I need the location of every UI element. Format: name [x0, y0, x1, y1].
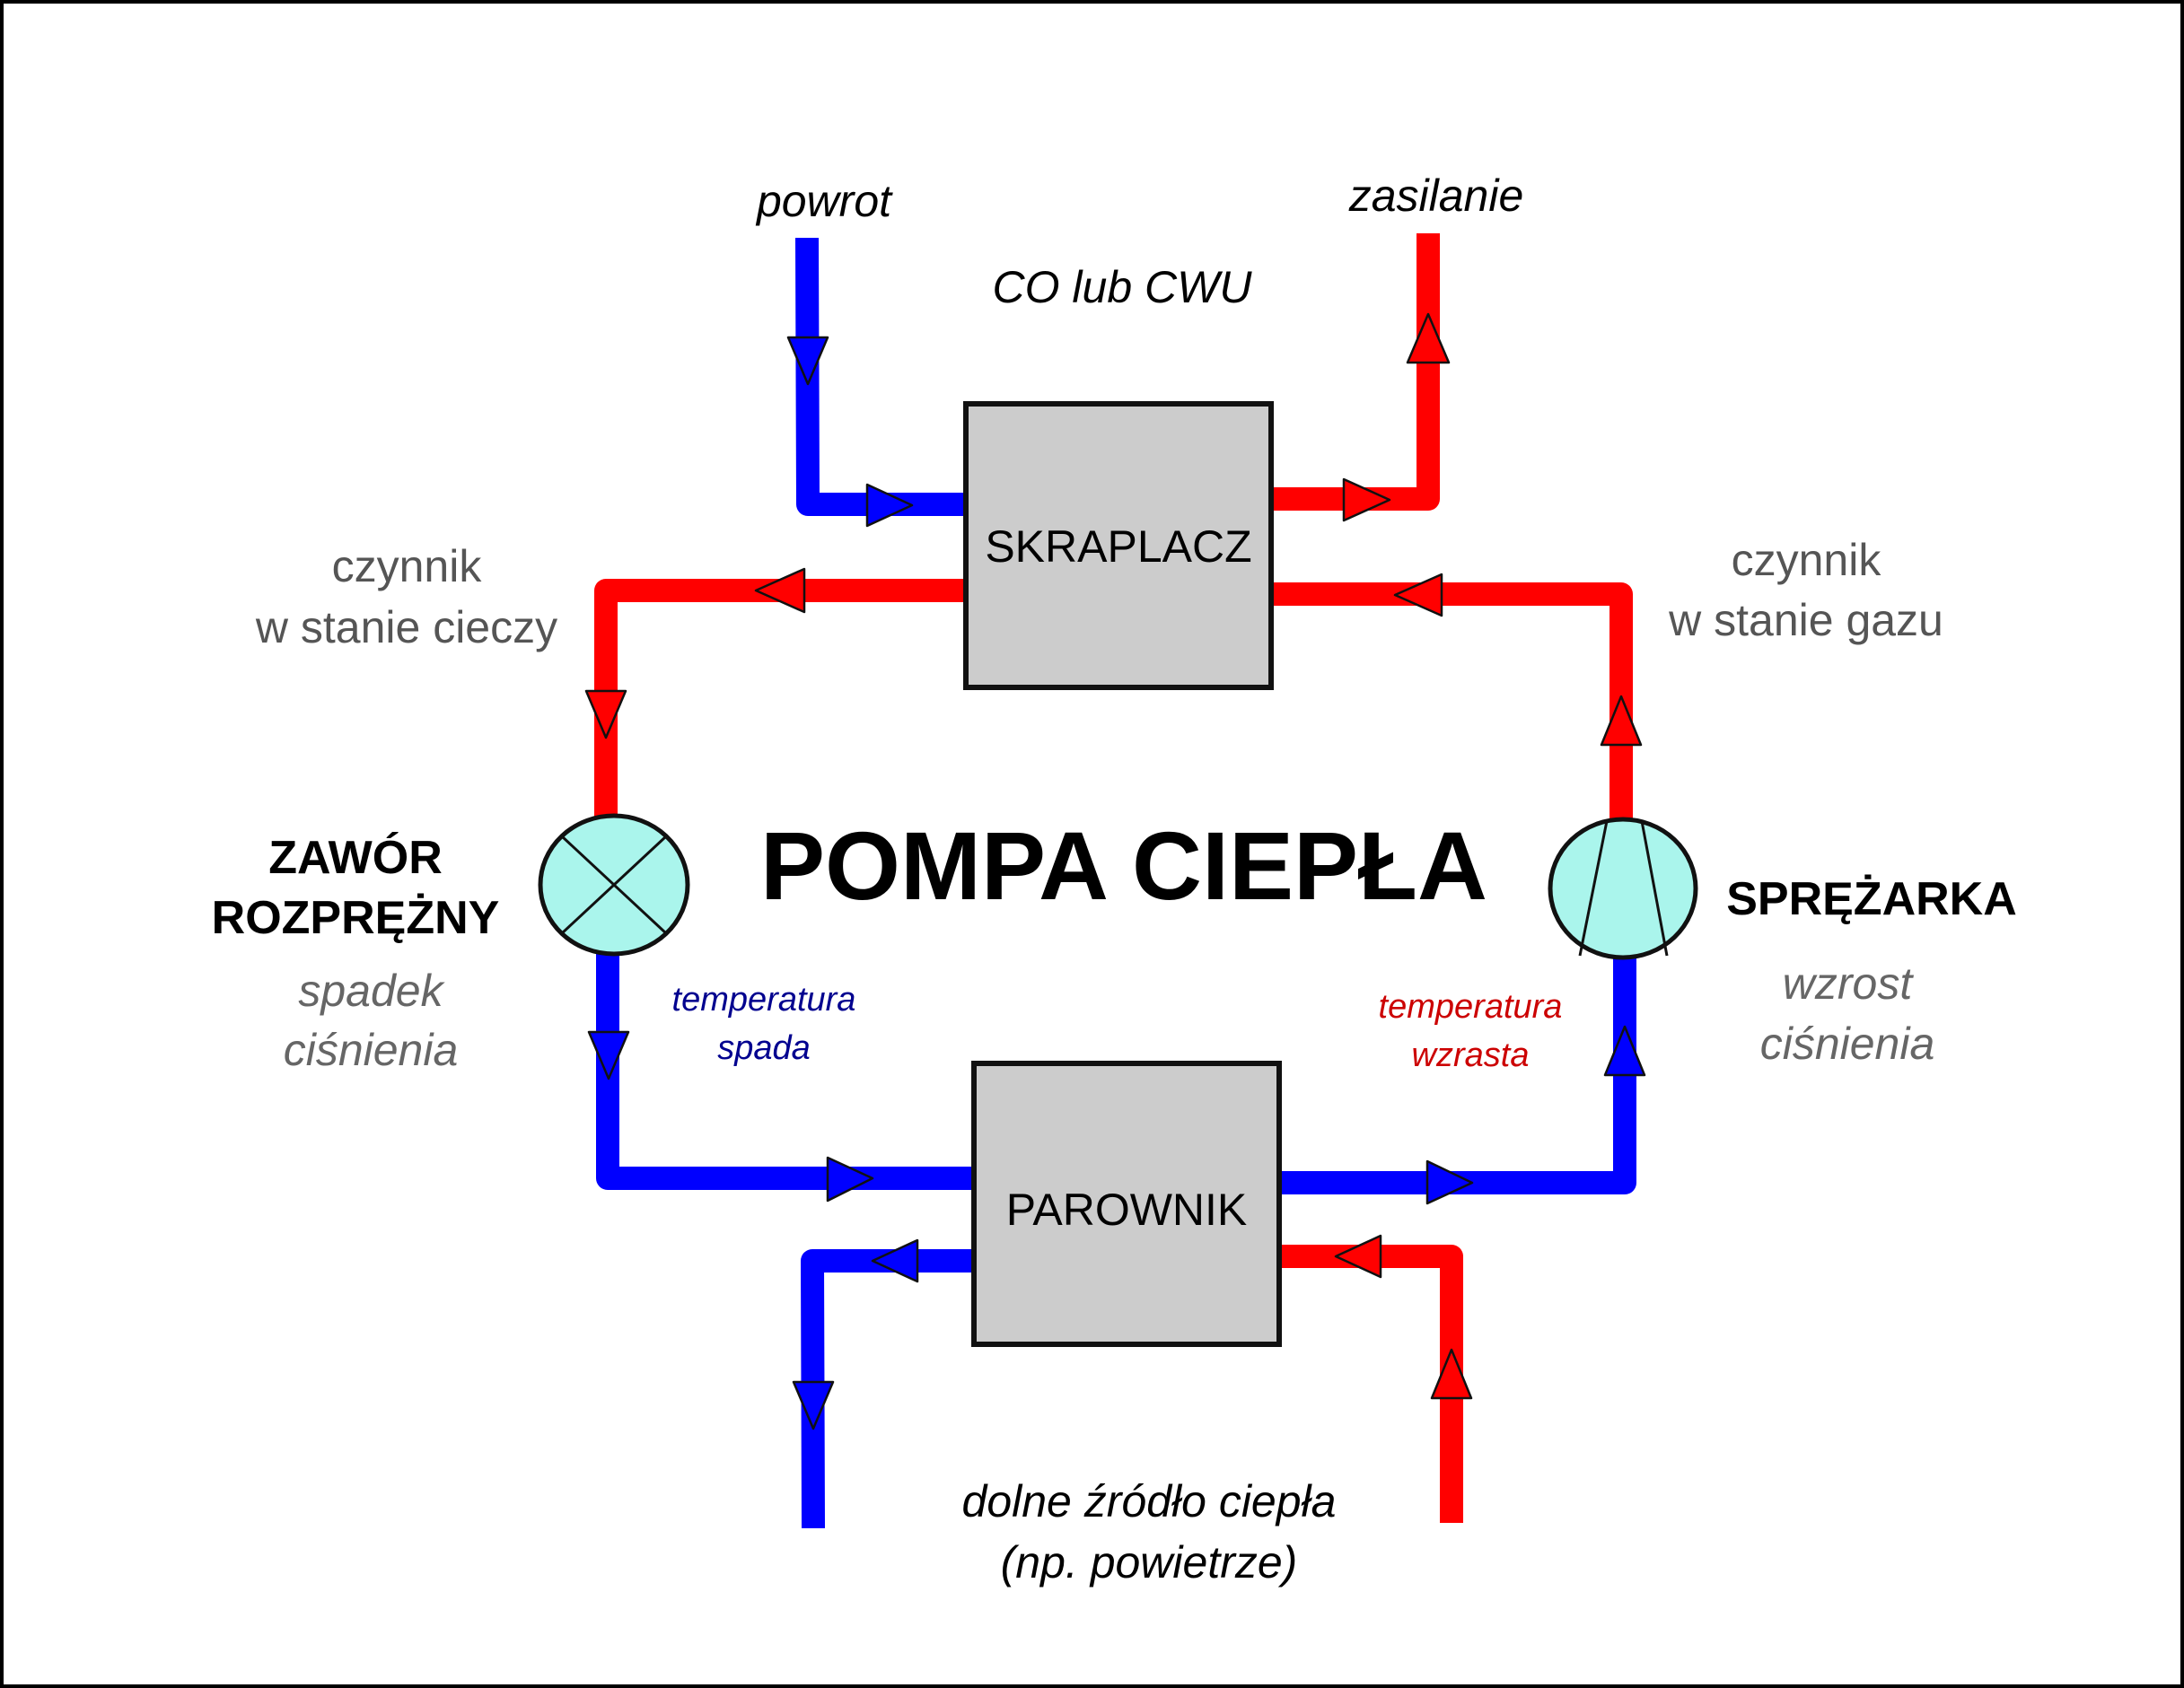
temperature-rises-label-line2: wzrasta: [1412, 1036, 1530, 1074]
liquid-line-pipe: [594, 579, 966, 818]
lower-heat-source-label-line2: (np. powietrze): [1001, 1537, 1298, 1587]
supply-label: zasilanie: [1348, 171, 1524, 221]
gas-refrigerant-label-line2: w stanie gazu: [1668, 595, 1943, 645]
flow-arrow-supply-right: [1342, 477, 1391, 522]
flow-arrow-source-out-down: [792, 1380, 835, 1430]
temperature-rises-label-line1: temperatura: [1379, 988, 1563, 1026]
evaporator-box: [971, 1061, 1282, 1347]
condenser-label: SKRAPLACZ: [985, 521, 1251, 572]
heating-return-pipe: [795, 237, 966, 516]
liquid-refrigerant-label-line2: w stanie cieczy: [255, 602, 557, 652]
flow-arrow-gas-up: [1600, 695, 1643, 747]
flow-arrow-suction-up: [1603, 1025, 1646, 1077]
flow-arrow-source-in-up: [1430, 1348, 1473, 1400]
compressor-label: SPRĘŻARKA: [1726, 873, 2017, 925]
return-label: powrot: [755, 176, 893, 226]
flow-arrow-liquid-down: [584, 689, 627, 739]
gas-refrigerant-label-line1: czynnik: [1732, 535, 1882, 585]
diagram-title: POMPA CIEPŁA: [760, 811, 1487, 920]
expansion-valve-label-line1: ZAWÓR: [268, 832, 443, 884]
pressure-drop-label-line1: spadek: [298, 966, 445, 1016]
flow-arrow-return-right: [865, 483, 914, 528]
flow-arrow-suction-right: [1425, 1159, 1474, 1205]
flow-arrow-lowliquid-down: [587, 1030, 630, 1080]
flow-arrow-lowliquid-right: [826, 1156, 874, 1203]
heating-circuit-label: CO lub CWU: [993, 262, 1253, 312]
temperature-falls-label-line1: temperatura: [672, 981, 856, 1019]
pressure-drop-label-line2: ciśnienia: [284, 1025, 459, 1075]
temperature-falls-label-line2: spada: [717, 1029, 811, 1067]
flow-arrow-gas-left: [1393, 573, 1443, 617]
expansion-valve-label-line2: ROZPRĘŻNY: [212, 892, 500, 944]
liquid-refrigerant-label-line1: czynnik: [332, 541, 483, 591]
flow-arrows: [584, 312, 1646, 1430]
flow-arrow-supply-up: [1406, 312, 1451, 364]
flow-arrow-return-down: [786, 336, 829, 386]
source-outlet-pipe: [801, 1249, 973, 1529]
expansion-valve-icon: [538, 813, 690, 957]
compressor-icon: [1548, 817, 1698, 960]
pressure-rise-label-line1: wzrost: [1783, 958, 1915, 1009]
pressure-rise-label-line2: ciśnienia: [1760, 1019, 1935, 1069]
condenser-box: [963, 401, 1274, 690]
lower-heat-source-label-line1: dolne źródło ciepła: [962, 1476, 1337, 1526]
flow-arrow-liquid-left: [754, 567, 806, 614]
flow-arrow-source-in-left: [1334, 1234, 1382, 1279]
evaporator-label: PAROWNIK: [1006, 1185, 1248, 1235]
flow-arrow-source-out-left: [871, 1238, 919, 1283]
